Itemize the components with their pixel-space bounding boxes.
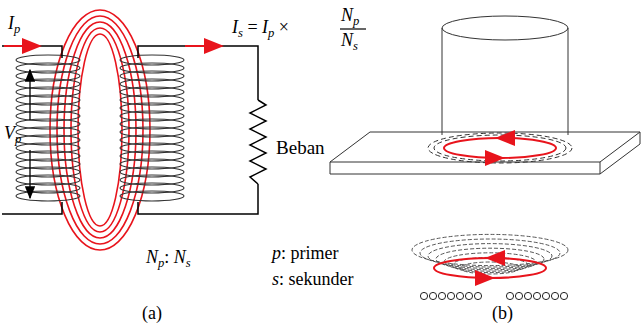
label: (b)	[492, 304, 513, 324]
eddy-current	[444, 138, 556, 158]
label: Np: Ns	[146, 248, 191, 268]
voltage-arrow	[29, 70, 30, 120]
label: Ns	[341, 31, 358, 51]
coil-current	[434, 258, 546, 278]
induction-coil	[412, 234, 568, 274]
voltage-arrow	[29, 150, 30, 198]
resistor-symbol	[250, 100, 266, 184]
label: Np	[341, 6, 359, 26]
current-arrow	[4, 45, 40, 47]
coil-cross-section	[420, 292, 567, 299]
label: Ip	[8, 14, 20, 34]
fraction-bar	[340, 28, 366, 29]
label: Beban	[276, 138, 325, 159]
cylinder	[442, 16, 568, 135]
magnetic-flux	[50, 10, 150, 250]
wires	[2, 46, 266, 214]
label: p: primer	[272, 244, 339, 264]
label: Is = Ip ×	[232, 18, 289, 38]
label: (a)	[142, 304, 162, 324]
current-arrow	[185, 45, 222, 47]
plate	[330, 132, 640, 174]
transformer-coils	[16, 55, 184, 201]
label: s: sekunder	[272, 270, 354, 290]
label: Vp	[4, 124, 21, 144]
